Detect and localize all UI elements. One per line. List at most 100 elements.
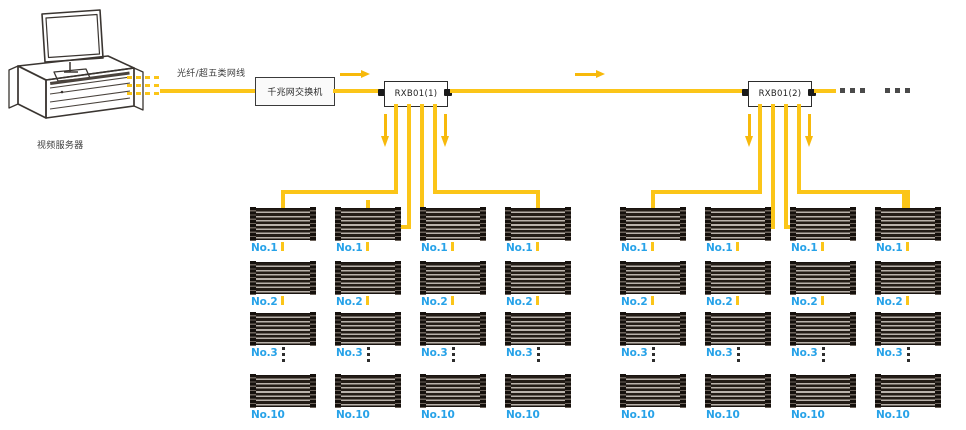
gigabit-switch-label: 千兆网交换机 [267, 88, 323, 98]
led-panel-face [424, 313, 482, 345]
led-panel-col3-no2 [420, 261, 486, 295]
led-panel-cap-left [875, 207, 881, 241]
signal-beam-bottom [127, 92, 163, 95]
inter-panel-cable-col4-2 [536, 296, 539, 305]
led-panel-cap-left [250, 374, 256, 408]
led-panel-face [339, 208, 397, 240]
vertical-ellipsis-col2 [367, 347, 370, 365]
led-panel-number-col4-row3: No.3 [506, 347, 533, 359]
led-panel-cap-left [250, 207, 256, 241]
outer-column-riser-2 [536, 190, 540, 208]
led-panel-cap-left [505, 312, 511, 346]
inter-panel-cable-col3-2 [451, 296, 454, 305]
rx1-bus-outer-right [433, 190, 540, 194]
flow-arrow-down-rx2-right [805, 114, 814, 149]
led-panel-cap-right [395, 207, 401, 241]
led-panel-cap-left [705, 261, 711, 295]
cable-type-label: 光纤/超五类网线 [177, 69, 246, 79]
led-panel-cap-right [680, 207, 686, 241]
inter-panel-cable-col8-2 [906, 296, 909, 305]
led-panel-cap-left [620, 261, 626, 295]
led-panel-number-col7-row1: No.1 [791, 242, 818, 254]
led-panel-col4-no1 [505, 207, 571, 241]
led-panel-number-col2-row2: No.2 [336, 296, 363, 308]
inter-panel-cable-col3-1 [451, 242, 454, 251]
led-panel-col8-no2 [875, 261, 941, 295]
led-panel-number-col6-row2: No.2 [706, 296, 733, 308]
led-panel-cap-right [480, 374, 486, 408]
led-panel-face [509, 375, 567, 407]
led-panel-number-col4-row2: No.2 [506, 296, 533, 308]
signal-beam-top [127, 76, 163, 79]
led-panel-cap-right [850, 312, 856, 346]
led-panel-cap-left [335, 207, 341, 241]
led-panel-face [794, 375, 852, 407]
led-panel-number-col4-row4: No.10 [506, 409, 540, 421]
led-panel-col8-no10 [875, 374, 941, 408]
led-panel-number-col1-row2: No.2 [251, 296, 278, 308]
led-panel-face [709, 262, 767, 294]
led-panel-col3-no10 [420, 374, 486, 408]
led-panel-face [509, 262, 567, 294]
led-panel-cap-right [680, 312, 686, 346]
vertical-ellipsis-col6 [737, 347, 740, 365]
led-panel-col2-no2 [335, 261, 401, 295]
inter-panel-cable-col7-1 [821, 242, 824, 251]
led-panel-cap-right [565, 207, 571, 241]
receiver-rxb01-2-node: RXB01(2) [748, 81, 812, 107]
led-panel-face [879, 208, 937, 240]
led-panel-col6-no2 [705, 261, 771, 295]
led-panel-number-col8-row1: No.1 [876, 242, 903, 254]
led-panel-number-col3-row1: No.1 [421, 242, 448, 254]
gigabit-switch-node: 千兆网交换机 [255, 77, 335, 106]
led-panel-col7-no10 [790, 374, 856, 408]
led-panel-face [624, 262, 682, 294]
led-panel-cap-left [620, 312, 626, 346]
led-panel-face [424, 375, 482, 407]
led-panel-cap-right [395, 312, 401, 346]
led-panel-col6-no10 [705, 374, 771, 408]
led-panel-col6-no1 [705, 207, 771, 241]
receiver-rxb01-1-label: RXB01(1) [394, 89, 438, 99]
led-panel-cap-right [310, 374, 316, 408]
led-panel-face [624, 375, 682, 407]
rx1-drop-3 [420, 104, 424, 228]
led-panel-cap-right [935, 312, 941, 346]
outer-column-riser-1 [281, 190, 285, 208]
led-panel-number-col1-row1: No.1 [251, 242, 278, 254]
rx1-drop-2 [407, 104, 411, 228]
led-panel-face [424, 262, 482, 294]
led-panel-cap-left [250, 312, 256, 346]
inter-panel-cable-col2-1 [366, 242, 369, 251]
led-panel-face [339, 375, 397, 407]
flow-arrow-down-rx1-left [381, 114, 390, 149]
led-panel-cap-right [310, 312, 316, 346]
led-panel-number-col6-row3: No.3 [706, 347, 733, 359]
led-panel-face [709, 208, 767, 240]
continuation-dots-group-2 [885, 88, 919, 94]
rx2-drop-3 [784, 104, 788, 228]
inter-panel-cable-col6-2 [736, 296, 739, 305]
led-panel-number-col3-row2: No.2 [421, 296, 448, 308]
led-panel-cap-left [335, 374, 341, 408]
led-panel-col4-no3 [505, 312, 571, 346]
led-panel-cap-left [875, 374, 881, 408]
column-feed-stub-8 [906, 190, 910, 208]
led-panel-number-col8-row4: No.10 [876, 409, 910, 421]
vertical-ellipsis-col4 [537, 347, 540, 365]
led-panel-col8-no1 [875, 207, 941, 241]
led-panel-col3-no1 [420, 207, 486, 241]
trunk-cable-rx2-continuation [814, 89, 836, 93]
led-panel-number-col5-row4: No.10 [621, 409, 655, 421]
led-panel-cap-right [565, 261, 571, 295]
led-panel-col1-no10 [250, 374, 316, 408]
led-panel-col2-no3 [335, 312, 401, 346]
inter-panel-cable-col7-2 [821, 296, 824, 305]
led-panel-face [624, 208, 682, 240]
led-panel-number-col5-row2: No.2 [621, 296, 648, 308]
led-panel-col1-no3 [250, 312, 316, 346]
led-panel-cap-right [310, 261, 316, 295]
led-panel-cap-left [620, 374, 626, 408]
led-panel-col5-no2 [620, 261, 686, 295]
